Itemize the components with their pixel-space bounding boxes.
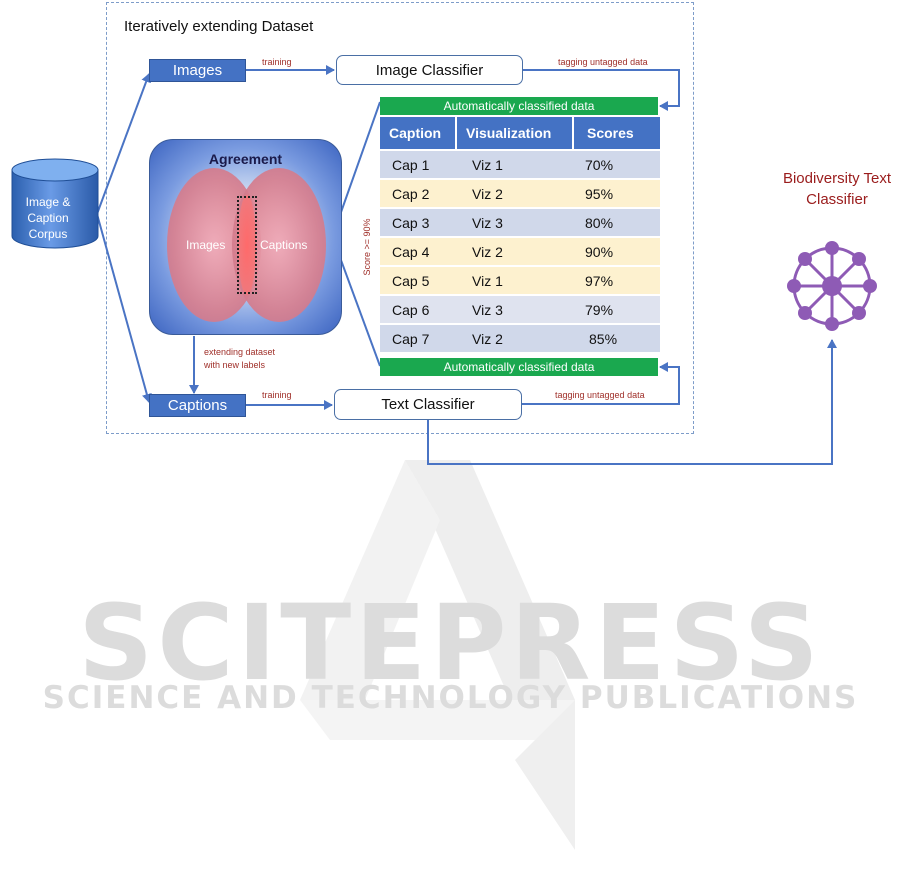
line-bottom-bar-to-agreement bbox=[337, 251, 381, 367]
arrow-text-classifier-to-biodiversity bbox=[427, 339, 837, 465]
cell-visualization: Viz 1 bbox=[456, 265, 573, 295]
classified-data-bar-bottom: Automatically classified data bbox=[380, 358, 658, 376]
cell-visualization: Viz 2 bbox=[456, 178, 573, 208]
table-row: Cap 6 Viz 3 79% bbox=[380, 294, 660, 324]
cell-caption: Cap 5 bbox=[380, 265, 456, 295]
cell-score: 80% bbox=[573, 207, 660, 237]
cell-visualization: Viz 3 bbox=[456, 294, 573, 324]
cell-visualization: Viz 2 bbox=[456, 323, 573, 352]
overlap-region bbox=[238, 195, 256, 295]
col-header-caption: Caption bbox=[380, 117, 457, 150]
tagging-label-bottom: tagging untagged data bbox=[555, 390, 645, 400]
corpus-label-line1: Image & bbox=[25, 195, 71, 209]
corpus-label-line2: Caption bbox=[27, 211, 69, 225]
cell-score: 90% bbox=[573, 236, 660, 266]
cell-caption: Cap 2 bbox=[380, 178, 456, 208]
training-label-bottom: training bbox=[262, 390, 292, 400]
corpus-label-line3: Corpus bbox=[28, 227, 68, 241]
cell-score: 85% bbox=[573, 323, 660, 352]
table-row: Cap 1 Viz 1 70% bbox=[380, 149, 660, 179]
cell-caption: Cap 3 bbox=[380, 207, 456, 237]
overlap-dotted-box bbox=[237, 196, 257, 294]
biodiversity-label-line1: Biodiversity Text bbox=[782, 170, 892, 187]
corpus-label: Image & Caption Corpus bbox=[22, 194, 74, 242]
arrow-corpus-to-images bbox=[96, 73, 151, 215]
watermark-title: SCITEPRESS bbox=[78, 582, 823, 704]
training-label-top: training bbox=[262, 57, 292, 67]
iteration-frame bbox=[106, 2, 694, 434]
image-classifier-node: Image Classifier bbox=[336, 55, 523, 85]
agreement-panel: Agreement Images Captions bbox=[149, 139, 342, 335]
table-header-row: Caption Visualization Scores bbox=[380, 117, 660, 150]
arrow-corpus-to-captions bbox=[96, 213, 152, 403]
captions-node: Captions bbox=[149, 394, 246, 417]
col-header-visualization: Visualization bbox=[456, 117, 574, 150]
table-row: Cap 2 Viz 2 95% bbox=[380, 178, 660, 208]
network-graph-icon bbox=[787, 241, 877, 331]
table-row: Cap 5 Viz 1 97% bbox=[380, 265, 660, 295]
cell-caption: Cap 4 bbox=[380, 236, 456, 266]
agreement-captions-label: Captions bbox=[260, 238, 308, 252]
agreement-title: Agreement bbox=[208, 151, 283, 167]
cell-score: 95% bbox=[573, 178, 660, 208]
cell-visualization: Viz 2 bbox=[456, 236, 573, 266]
classified-data-bar-top: Automatically classified data bbox=[380, 97, 658, 115]
cell-score: 70% bbox=[573, 149, 660, 179]
cell-visualization: Viz 3 bbox=[456, 207, 573, 237]
table-row: Cap 7 Viz 2 85% bbox=[380, 323, 660, 352]
cell-caption: Cap 6 bbox=[380, 294, 456, 324]
database-icon bbox=[11, 158, 99, 249]
text-classifier-node: Text Classifier bbox=[334, 389, 522, 420]
cell-caption: Cap 1 bbox=[380, 149, 456, 179]
table-row: Cap 3 Viz 3 80% bbox=[380, 207, 660, 237]
frame-title: Iteratively extending Dataset bbox=[124, 18, 314, 35]
biodiversity-classifier-label: Biodiversity Text Classifier bbox=[772, 168, 901, 210]
col-header-scores: Scores bbox=[573, 117, 660, 150]
classified-data-table: Caption Visualization Scores Cap 1 Viz 1… bbox=[380, 117, 660, 352]
cell-visualization: Viz 1 bbox=[456, 149, 573, 179]
extending-label-1: extending dataset bbox=[204, 347, 276, 357]
watermark-subtitle: SCIENCE AND TECHNOLOGY PUBLICATIONS bbox=[42, 680, 859, 716]
table-row: Cap 4 Viz 2 90% bbox=[380, 236, 660, 266]
extending-label-2: with new labels bbox=[204, 360, 266, 370]
tagging-label-top: tagging untagged data bbox=[558, 57, 648, 67]
cell-caption: Cap 7 bbox=[380, 323, 456, 352]
biodiversity-label-line2: Classifier bbox=[806, 191, 868, 208]
agreement-images-label: Images bbox=[186, 238, 226, 252]
score-threshold-label: Score >= 90% bbox=[362, 218, 372, 276]
arrow-image-classifier-tagging bbox=[522, 69, 680, 111]
cell-score: 97% bbox=[573, 265, 660, 295]
images-node: Images bbox=[149, 59, 246, 82]
cell-score: 79% bbox=[573, 294, 660, 324]
arrow-text-classifier-tagging bbox=[522, 362, 680, 405]
